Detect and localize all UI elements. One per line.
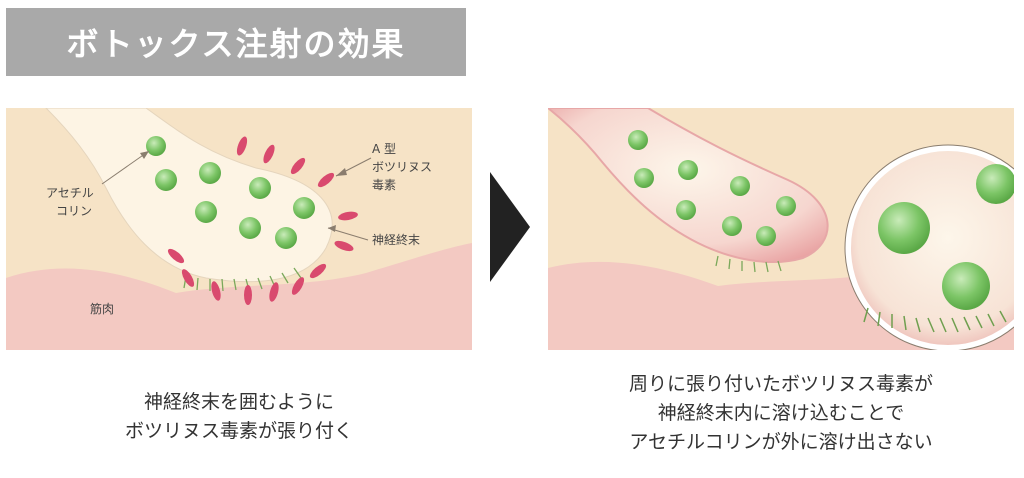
toxin <box>317 172 335 188</box>
vesicle <box>756 226 776 246</box>
vesicle <box>275 227 297 249</box>
arrowhead-nerve-ending <box>328 225 336 232</box>
toxin <box>291 277 305 295</box>
right-illustration <box>548 108 1014 350</box>
muscle-region <box>6 243 472 350</box>
vesicle <box>199 162 221 184</box>
arrowhead-botulinum <box>336 168 347 176</box>
nerve-ending-shape <box>45 108 333 283</box>
toxin <box>338 211 358 221</box>
label-botulinum: A 型 ボツリヌス 毒素 <box>372 140 432 194</box>
toxin <box>290 157 306 175</box>
vesicle <box>249 177 271 199</box>
toxin <box>211 281 221 301</box>
acetylcholine-vesicles <box>146 136 315 249</box>
zoom-circle <box>844 144 1014 350</box>
right-caption-line-2: 神経終末内に溶け込むことで <box>657 402 905 424</box>
label-acetylcholine: アセチル コリン <box>46 184 94 220</box>
vesicle-large <box>976 164 1014 204</box>
leader-acetylcholine <box>101 150 150 185</box>
nerve-ending-shape <box>548 108 829 264</box>
label-botulinum-line-3: 毒素 <box>372 178 397 192</box>
acetylcholine-vesicles <box>628 130 796 246</box>
vesicle <box>293 197 315 219</box>
label-acetylcholine-line-1: アセチル <box>46 186 94 200</box>
toxin <box>181 269 195 287</box>
toxin <box>269 282 279 302</box>
zoom-lens-outline <box>844 144 1014 350</box>
left-panel: アセチル コリン A 型 ボツリヌス 毒素 神経終末 筋肉 <box>6 108 472 350</box>
left-caption: 神経終末を囲むように ボツリヌス毒素が張り付く <box>6 388 472 446</box>
toxin <box>244 285 252 305</box>
label-botulinum-line-2: ボツリヌス <box>372 160 433 174</box>
right-caption-line-3: アセチルコリンが外に溶け出さない <box>629 431 933 453</box>
left-caption-line-1: 神経終末を囲むように <box>143 391 334 413</box>
arrowhead-acetylcholine <box>140 151 149 159</box>
vesicle <box>146 136 166 156</box>
right-caption: 周りに張り付いたボツリヌス毒素が 神経終末内に溶け込むことで アセチルコリンが外… <box>548 370 1014 457</box>
toxin <box>334 240 354 252</box>
vesicle <box>776 196 796 216</box>
vesicle <box>678 160 698 180</box>
vesicle-large <box>942 262 990 310</box>
title-banner: ボトックス注射の効果 <box>6 8 466 76</box>
vesicle <box>722 216 742 236</box>
toxin <box>167 248 185 264</box>
left-caption-line-2: ボツリヌス毒素が張り付く <box>124 420 353 442</box>
right-caption-line-1: 周りに張り付いたボツリヌス毒素が <box>628 373 933 395</box>
vesicle <box>676 200 696 220</box>
vesicle <box>239 217 261 239</box>
vesicle <box>730 176 750 196</box>
right-triangle-arrow-icon <box>490 172 530 282</box>
zoom-fringe <box>863 307 1007 333</box>
vesicle <box>634 168 654 188</box>
vesicle <box>155 169 177 191</box>
label-acetylcholine-line-2: コリン <box>56 204 93 218</box>
left-illustration <box>6 108 472 350</box>
toxin <box>236 136 248 156</box>
nerve-fringe <box>715 255 782 273</box>
vesicle <box>628 130 648 150</box>
vesicle-large <box>878 202 930 254</box>
right-panel <box>548 108 1014 350</box>
botulinum-toxins <box>167 136 358 305</box>
page-title: ボトックス注射の効果 <box>66 25 406 63</box>
vesicle <box>195 201 217 223</box>
label-botulinum-line-1: A 型 <box>372 142 397 156</box>
label-muscle: 筋肉 <box>90 302 115 316</box>
toxin <box>309 263 327 279</box>
toxin <box>263 144 275 164</box>
label-nerve-ending: 神経終末 <box>372 233 421 247</box>
